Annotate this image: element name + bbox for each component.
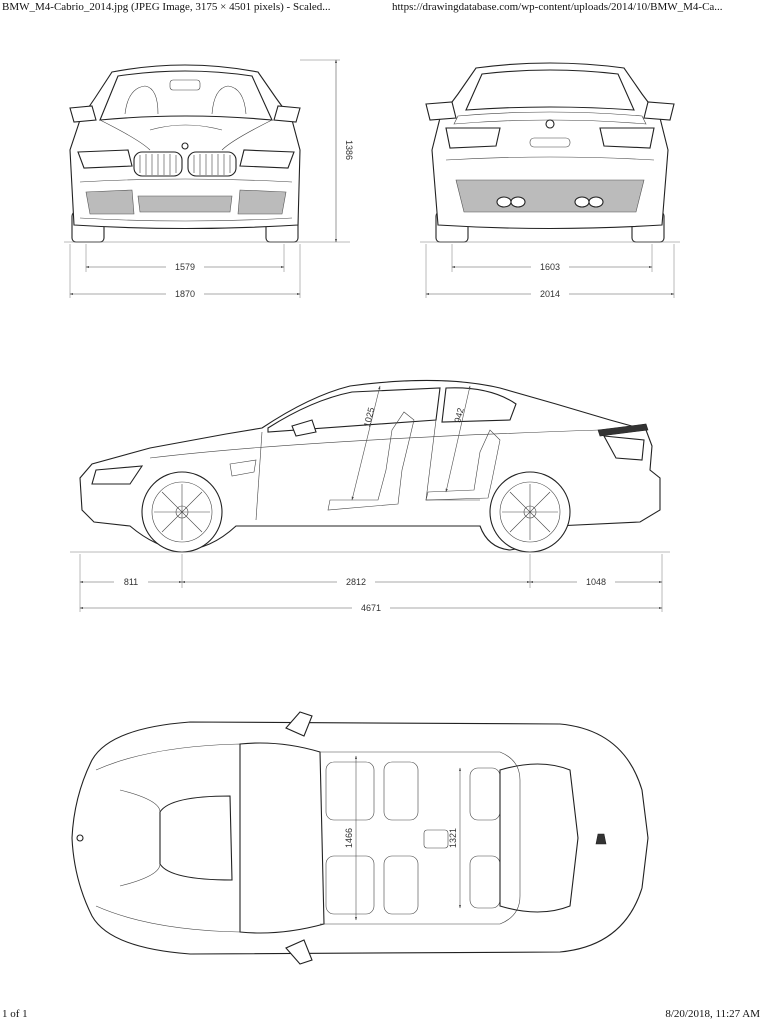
side-mirror [291, 419, 317, 437]
front-right-headlight [239, 149, 295, 169]
rear-track-dimension-label: 1603 [540, 262, 560, 272]
front-center-air-intake [137, 195, 233, 213]
rear-view: 1603 2014 [420, 62, 680, 299]
front-seat [327, 411, 415, 511]
rear-license-plate [529, 137, 571, 148]
top-body-outline [71, 721, 649, 955]
length-dimension-label: 4671 [361, 603, 381, 613]
side-taillight [603, 435, 645, 461]
front-side-window [267, 387, 441, 433]
front-left-mirror [69, 105, 97, 123]
exhaust-tips [496, 196, 604, 208]
rear-view-right-mirror [643, 101, 675, 121]
rear-overhang-dimension-label: 1048 [586, 577, 606, 587]
side-front-wheel [141, 471, 223, 553]
front-left-air-intake [85, 189, 135, 215]
side-rear-wheel [489, 471, 571, 553]
top-left-mirror [285, 711, 313, 737]
front-left-headlight [77, 149, 133, 169]
side-headlight [91, 465, 144, 485]
front-headroom-dimension-line [351, 385, 381, 501]
side-view: 1025 942 811 [70, 379, 670, 613]
print-header-url: https://drawingdatabase.com/wp-content/u… [392, 1, 723, 13]
front-headroom-dimension-label: 1025 [362, 406, 377, 428]
rear-shoulder-dimension-label: 1321 [448, 828, 458, 848]
right-taillight [599, 127, 655, 149]
rear-seat [425, 429, 501, 501]
rear-window [465, 69, 635, 111]
print-footer-date: 8/20/2018, 11:27 AM [665, 1008, 760, 1020]
print-header-title: BMW_M4-Cabrio_2014.jpg (JPEG Image, 3175… [2, 1, 331, 13]
rear-headroom-dimension-label: 942 [452, 407, 465, 424]
left-taillight [445, 127, 501, 149]
rear-view-mirror [169, 79, 201, 91]
side-gill-vent [229, 459, 257, 477]
front-shoulder-dimension-label: 1466 [344, 828, 354, 848]
front-right-air-intake [237, 189, 287, 215]
top-front-emblem [76, 834, 84, 842]
height-dimension-label: 1386 [344, 140, 354, 160]
mirror-width-dimension-label: 2014 [540, 289, 560, 299]
kidney-grille [133, 151, 237, 177]
trunk-lid [499, 763, 579, 913]
trunk-spoiler [597, 423, 649, 437]
front-overhang-dimension-label: 811 [124, 577, 138, 587]
top-front-seats [325, 761, 419, 915]
wheelbase-dimension-label: 2812 [346, 577, 366, 587]
top-view: 1466 1321 [71, 711, 649, 965]
front-width-dimension-label: 1870 [175, 289, 195, 299]
print-footer-page: 1 of 1 [2, 1008, 28, 1020]
front-bmw-emblem [181, 142, 189, 150]
front-view: 1386 1579 1870 [64, 59, 354, 299]
rear-bmw-emblem [545, 119, 555, 129]
front-right-mirror [273, 105, 301, 123]
hood-bulge [159, 795, 233, 881]
top-right-mirror [285, 939, 313, 965]
rear-view-left-mirror [425, 101, 457, 121]
top-rear-emblem [595, 833, 607, 845]
rear-diffuser [455, 179, 645, 213]
center-console [423, 829, 449, 849]
front-track-dimension-label: 1579 [175, 262, 195, 272]
rear-headroom-dimension-line [445, 385, 471, 493]
